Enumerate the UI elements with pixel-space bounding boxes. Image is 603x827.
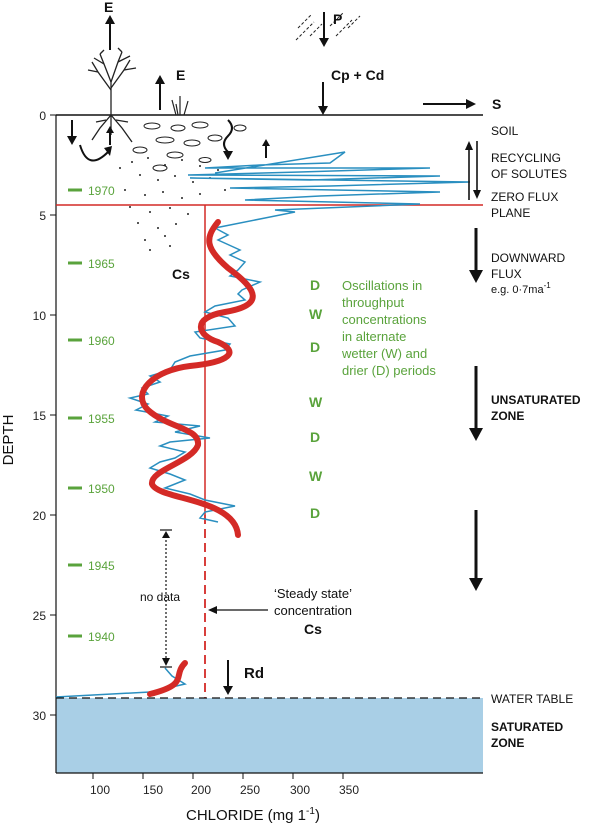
year-label: 1950 <box>88 482 115 496</box>
x-tick-label: 350 <box>339 783 359 797</box>
evaporation-arrow-grass <box>155 75 165 110</box>
evaporation-label-tree: E <box>104 0 113 15</box>
smoothed-chloride-curve-bottom <box>147 660 188 697</box>
water-table-label: WATER TABLE <box>491 692 573 706</box>
zero-flux-label: ZERO FLUX <box>491 190 558 204</box>
period-label: W <box>309 468 323 484</box>
year-label: 1970 <box>88 184 115 198</box>
precipitation-arrow <box>319 12 329 47</box>
downward-flux-rate: e.g. 0·7ma-1 <box>491 281 551 296</box>
oscillation-line: throughput <box>342 295 405 310</box>
period-label: D <box>310 277 320 293</box>
tree-icon <box>87 47 137 143</box>
soil-label: SOIL <box>491 124 519 138</box>
measured-chloride-profile <box>127 151 471 523</box>
deep-downward-arrow <box>469 510 483 591</box>
y-tick-label: 20 <box>33 509 47 523</box>
precipitation-label: P <box>333 11 342 27</box>
downward-flux-label: DOWNWARD <box>491 251 566 265</box>
soil-arrowhead <box>67 136 77 145</box>
oscillation-line: wetter (W) and <box>341 346 427 361</box>
evaporation-label-grass: E <box>176 67 185 83</box>
steady-state-arrow <box>208 606 268 614</box>
oscillation-note: Oscillations in throughput concentration… <box>341 278 436 378</box>
soil-circulation-arrow <box>71 120 109 162</box>
small-up-arrow <box>262 139 270 158</box>
deposition-label: Cp + Cd <box>331 67 384 83</box>
y-tick-label: 15 <box>33 409 47 423</box>
saturated-zone <box>56 698 483 773</box>
wavy-down-arrow <box>223 119 233 160</box>
year-markers: 1970 1965 1960 1955 1950 1945 1940 <box>68 184 115 644</box>
oscillation-line: drier (D) periods <box>342 363 436 378</box>
year-label: 1960 <box>88 334 115 348</box>
smoothed-chloride-curve <box>139 219 256 538</box>
x-tick-label: 200 <box>191 783 211 797</box>
period-label: D <box>310 429 320 445</box>
year-label: 1945 <box>88 559 115 573</box>
steady-state-label: ‘Steady state’ <box>274 586 352 601</box>
cs-label: Cs <box>172 266 190 282</box>
soil-arrowhead <box>104 146 112 156</box>
unsaturated-arrow <box>469 366 483 441</box>
x-tick-label: 300 <box>290 783 310 797</box>
x-ticks: 100 150 200 250 300 350 <box>90 773 359 797</box>
period-label: D <box>310 505 320 521</box>
saturated-zone-label: ZONE <box>491 736 524 750</box>
y-tick-label: 25 <box>33 609 47 623</box>
period-label: D <box>310 339 320 355</box>
downward-flux-label: FLUX <box>491 267 522 281</box>
y-tick-label: 30 <box>33 709 47 723</box>
year-label: 1955 <box>88 412 115 426</box>
saturated-zone-label: SATURATED <box>491 720 564 734</box>
unsaturated-zone-label: UNSATURATED <box>491 393 581 407</box>
no-data-label: no data <box>140 590 180 604</box>
deposition-arrow <box>318 82 328 115</box>
y-tick-label: 5 <box>39 209 46 223</box>
y-tick-label: 0 <box>39 109 46 123</box>
x-tick-label: 150 <box>143 783 163 797</box>
wet-dry-labels: D W D W D W D <box>309 277 323 521</box>
x-tick-label: 250 <box>240 783 260 797</box>
steady-state-label: concentration <box>274 603 352 618</box>
grass-icon <box>171 96 189 116</box>
evaporation-arrow-tree <box>105 15 115 50</box>
runoff-arrow <box>423 99 476 109</box>
x-axis-title: CHLORIDE (mg 1-1) <box>186 806 320 824</box>
y-tick-label: 10 <box>33 309 47 323</box>
runoff-label: S <box>492 96 501 112</box>
recycling-label: OF SOLUTES <box>491 167 567 181</box>
rain-icon <box>295 11 361 41</box>
downward-flux-arrow <box>469 228 483 283</box>
recycling-arrows <box>465 141 481 200</box>
recharge-arrow <box>223 660 233 695</box>
y-ticks: 0 5 10 15 20 25 30 <box>33 109 56 723</box>
steady-state-cs-label: Cs <box>304 621 322 637</box>
y-axis-title: DEPTH <box>0 415 17 466</box>
unsaturated-zone-label: ZONE <box>491 409 524 423</box>
period-label: W <box>309 394 323 410</box>
x-tick-label: 100 <box>90 783 110 797</box>
zero-flux-label: PLANE <box>491 206 530 220</box>
period-label: W <box>309 306 323 322</box>
year-label: 1940 <box>88 630 115 644</box>
no-data-marker <box>160 529 172 668</box>
oscillation-line: in alternate <box>342 329 406 344</box>
oscillation-line: concentrations <box>342 312 427 327</box>
year-label: 1965 <box>88 257 115 271</box>
small-up-arrow <box>106 126 114 145</box>
recycling-label: RECYCLING <box>491 151 561 165</box>
soil-stipple <box>119 157 226 251</box>
oscillation-line: Oscillations in <box>342 278 422 293</box>
soil-pebbles <box>132 121 247 172</box>
recharge-label: Rd <box>244 665 264 682</box>
measured-chloride-profile-bottom <box>55 667 187 698</box>
